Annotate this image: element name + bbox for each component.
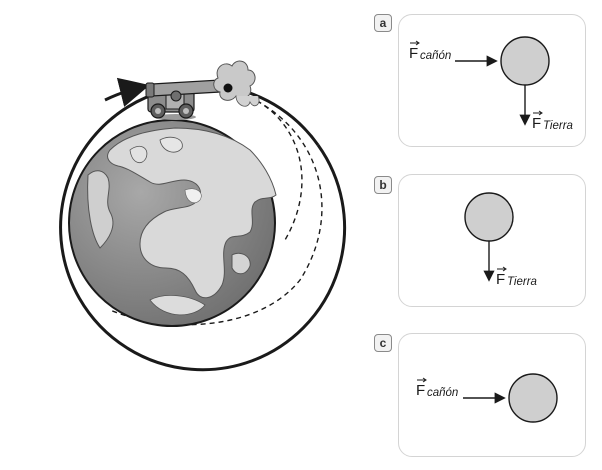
cannon-force-label: F cañón bbox=[416, 377, 458, 399]
earth-force-subscript: Tierra bbox=[543, 120, 573, 132]
ball bbox=[500, 36, 550, 86]
dashed-trajectory-inner bbox=[231, 89, 303, 241]
orbit-direction-arrow bbox=[104, 77, 150, 107]
force-symbol: F bbox=[409, 45, 418, 62]
force-symbol: F bbox=[496, 271, 505, 288]
panel-b-diagram: F Tierra bbox=[464, 192, 537, 288]
panel-label-a: a bbox=[374, 14, 392, 32]
ball bbox=[464, 192, 514, 242]
panel-c-diagram: F cañón bbox=[416, 373, 558, 423]
panel-label-b: b bbox=[374, 176, 392, 194]
earth-force-label: F Tierra bbox=[496, 266, 537, 288]
cannon-force-subscript: cañón bbox=[427, 387, 458, 399]
cannon-force-label: F cañón bbox=[409, 40, 451, 62]
panel-label-c: c bbox=[374, 334, 392, 352]
force-symbol: F bbox=[416, 382, 425, 399]
earth-force-label: F Tierra bbox=[532, 110, 573, 132]
earth-cannon-scene bbox=[59, 60, 347, 372]
cannon bbox=[145, 79, 221, 120]
panel-b: F Tierra b bbox=[374, 174, 586, 307]
panel-a-diagram: F cañón F Tierra bbox=[409, 36, 573, 132]
earth-globe bbox=[68, 119, 277, 327]
ball bbox=[508, 373, 558, 423]
panel-a: F cañón F Tierra a bbox=[374, 14, 586, 147]
cannon-smoke bbox=[213, 60, 260, 107]
cannonball bbox=[223, 83, 233, 93]
cannon-force-subscript: cañón bbox=[420, 50, 451, 62]
panel-c: F cañón c bbox=[374, 333, 586, 457]
force-symbol: F bbox=[532, 115, 541, 132]
earth-force-subscript: Tierra bbox=[507, 276, 537, 288]
